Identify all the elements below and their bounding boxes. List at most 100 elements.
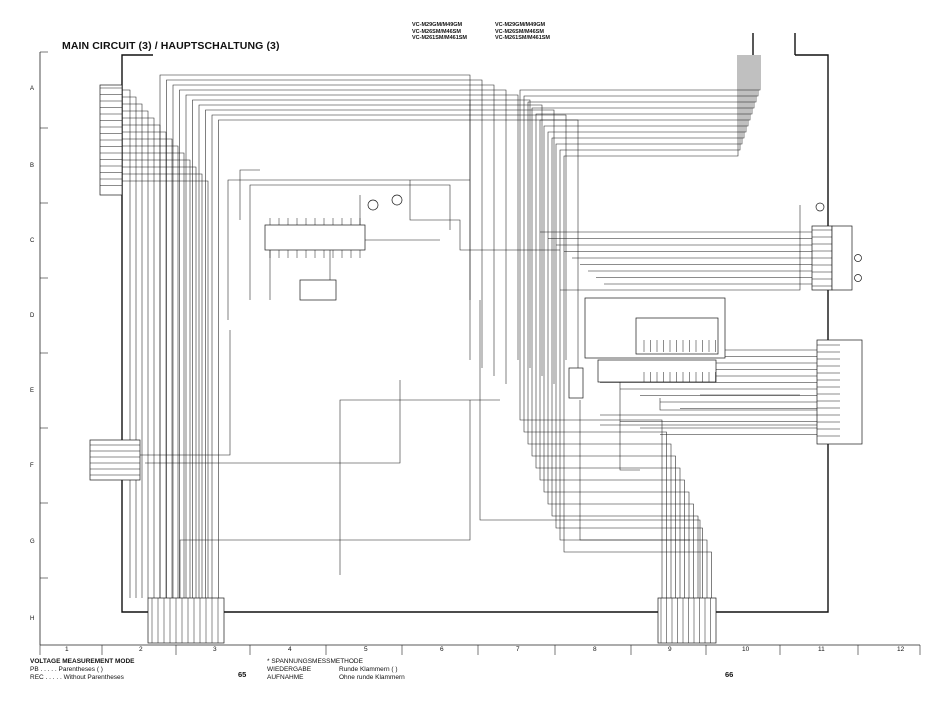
wire bbox=[122, 145, 179, 598]
ic-chip bbox=[264, 224, 366, 251]
wire bbox=[339, 399, 500, 575]
wire bbox=[145, 380, 401, 464]
wire bbox=[122, 89, 131, 598]
grid-col-5: 5 bbox=[364, 646, 368, 653]
wire bbox=[159, 74, 471, 598]
wire bbox=[239, 169, 260, 220]
wire bbox=[211, 114, 567, 598]
wire bbox=[172, 84, 495, 598]
wiedergabe-text: Runde Klammern ( ) bbox=[339, 666, 398, 673]
model-list-left: VC-M29GM/M49GM VC-M26SM/M46SM VC-M261SM/… bbox=[412, 22, 467, 42]
connector-bottom-left bbox=[147, 597, 225, 644]
wire bbox=[122, 124, 161, 598]
page-number-right: 66 bbox=[725, 670, 734, 679]
wire bbox=[547, 55, 747, 598]
transistor bbox=[367, 199, 379, 211]
wire bbox=[559, 55, 741, 598]
wire bbox=[122, 152, 185, 598]
wire bbox=[122, 138, 173, 598]
wiring bbox=[122, 55, 860, 600]
grid-row-d: D bbox=[30, 313, 35, 319]
grid-col-1: 1 bbox=[65, 646, 69, 653]
ic-label-box bbox=[299, 279, 337, 301]
grid-row-c: C bbox=[30, 238, 35, 244]
wire bbox=[409, 180, 560, 251]
grid-col-8: 8 bbox=[593, 646, 597, 653]
wiedergabe-label: WIEDERGABE bbox=[267, 666, 312, 673]
aufnahme-text: Ohne runde Klammern bbox=[339, 674, 405, 681]
wire bbox=[122, 117, 155, 598]
grid-row-a: A bbox=[30, 86, 35, 92]
wire bbox=[122, 166, 197, 598]
wire bbox=[551, 55, 745, 598]
wire bbox=[205, 109, 555, 598]
voltage-legend-pb: PB . . . . . Parentheses ( ) bbox=[30, 666, 103, 673]
wire bbox=[122, 180, 209, 598]
ic-pins bbox=[90, 87, 840, 643]
voltage-legend-german: * SPANNUNGSMESSMETHODE WIEDERGABE Runde K… bbox=[267, 658, 405, 682]
wire bbox=[179, 400, 471, 600]
wire bbox=[179, 89, 507, 598]
wire bbox=[531, 55, 755, 598]
grid-col-6: 6 bbox=[440, 646, 444, 653]
wire bbox=[543, 55, 749, 598]
voltage-legend-rec: REC . . . . . Without Parentheses bbox=[30, 674, 124, 681]
voltage-legend: VOLTAGE MEASUREMENT MODE PB . . . . . Pa… bbox=[30, 658, 134, 682]
wire bbox=[227, 179, 470, 320]
wire bbox=[659, 398, 820, 411]
grid-col-11: 11 bbox=[818, 646, 825, 653]
wire bbox=[185, 94, 519, 598]
wire bbox=[535, 55, 753, 598]
model-line: VC-M261SM/M461SM bbox=[412, 35, 468, 41]
board-outline bbox=[121, 33, 829, 613]
jack bbox=[854, 254, 862, 262]
grid-row-h: H bbox=[30, 616, 35, 622]
column-dividers bbox=[39, 645, 921, 655]
connector-bottom-right bbox=[657, 597, 717, 644]
wire bbox=[539, 55, 751, 598]
wire bbox=[218, 119, 579, 598]
wire bbox=[122, 110, 149, 598]
wire bbox=[560, 205, 801, 291]
grid-row-f: F bbox=[30, 463, 34, 469]
wire bbox=[140, 330, 231, 456]
german-legend-heading: * SPANNUNGSMESSMETHODE bbox=[267, 658, 363, 665]
connector-left-f bbox=[89, 439, 141, 481]
wire bbox=[523, 55, 759, 598]
grid-row-g: G bbox=[30, 539, 35, 545]
wire bbox=[122, 103, 143, 598]
connector-right-lower bbox=[816, 339, 863, 445]
connector bbox=[568, 367, 584, 399]
wire bbox=[122, 159, 191, 598]
model-line: VC-M261SM/M461SM bbox=[495, 35, 551, 41]
page-number-left: 65 bbox=[238, 670, 247, 679]
model-list-right: VC-M29GM/M49GM VC-M26SM/M46SM VC-M261SM/… bbox=[495, 22, 550, 42]
wire bbox=[527, 55, 757, 598]
grid-col-4: 4 bbox=[288, 646, 292, 653]
transistor bbox=[391, 194, 403, 206]
grid-col-9: 9 bbox=[668, 646, 672, 653]
wire bbox=[192, 99, 531, 598]
wire bbox=[249, 184, 451, 300]
wire bbox=[479, 300, 701, 600]
wire bbox=[166, 79, 483, 598]
transistor bbox=[815, 202, 825, 212]
wire bbox=[555, 55, 743, 598]
row-dividers bbox=[40, 51, 48, 579]
wire bbox=[122, 173, 203, 598]
grid-row-b: B bbox=[30, 163, 35, 169]
model-line: VC-M26SM/M46SM bbox=[412, 28, 461, 35]
grid-col-12: 12 bbox=[897, 646, 905, 653]
components bbox=[89, 84, 863, 644]
page-title: MAIN CIRCUIT (3) / HAUPTSCHALTUNG (3) bbox=[62, 40, 280, 52]
tuner-block bbox=[831, 225, 853, 291]
wire bbox=[122, 96, 137, 598]
grid-frame bbox=[39, 52, 920, 646]
wire bbox=[579, 400, 690, 541]
grid-col-7: 7 bbox=[516, 646, 520, 653]
grid-col-3: 3 bbox=[213, 646, 217, 653]
grid-row-e: E bbox=[30, 388, 35, 394]
wire bbox=[198, 104, 543, 598]
wire bbox=[519, 55, 761, 598]
model-line: VC-M29GM/M49GM bbox=[412, 22, 463, 28]
